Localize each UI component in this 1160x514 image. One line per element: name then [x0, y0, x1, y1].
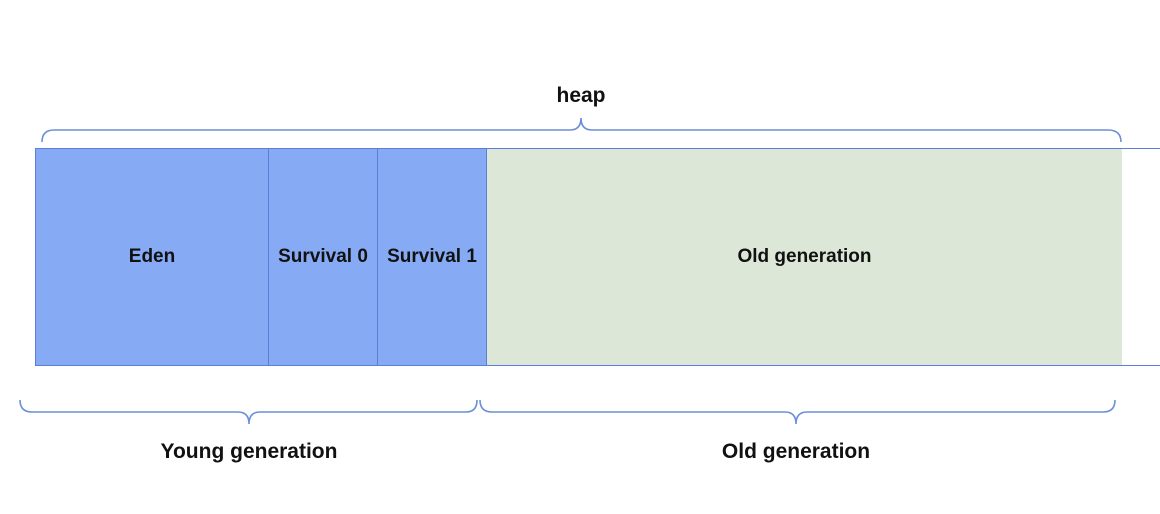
survivor-0-region: Survival 0 — [268, 148, 378, 366]
heap-title: heap — [556, 84, 606, 107]
survivor-1-label: Survival 1 — [387, 246, 477, 267]
old-generation-group-label: Old generation — [721, 440, 871, 463]
heap-trailing-edge — [1122, 148, 1160, 366]
heap-brace — [41, 117, 1122, 143]
young-generation-brace — [19, 399, 478, 425]
old-generation-region: Old generation — [486, 148, 1123, 366]
survivor-0-label: Survival 0 — [278, 246, 368, 267]
old-generation-brace — [479, 399, 1116, 425]
eden-region: Eden — [35, 148, 269, 366]
survivor-1-region: Survival 1 — [377, 148, 487, 366]
old-generation-region-label: Old generation — [737, 246, 872, 267]
eden-label: Eden — [128, 246, 176, 267]
young-generation-label: Young generation — [160, 440, 338, 463]
